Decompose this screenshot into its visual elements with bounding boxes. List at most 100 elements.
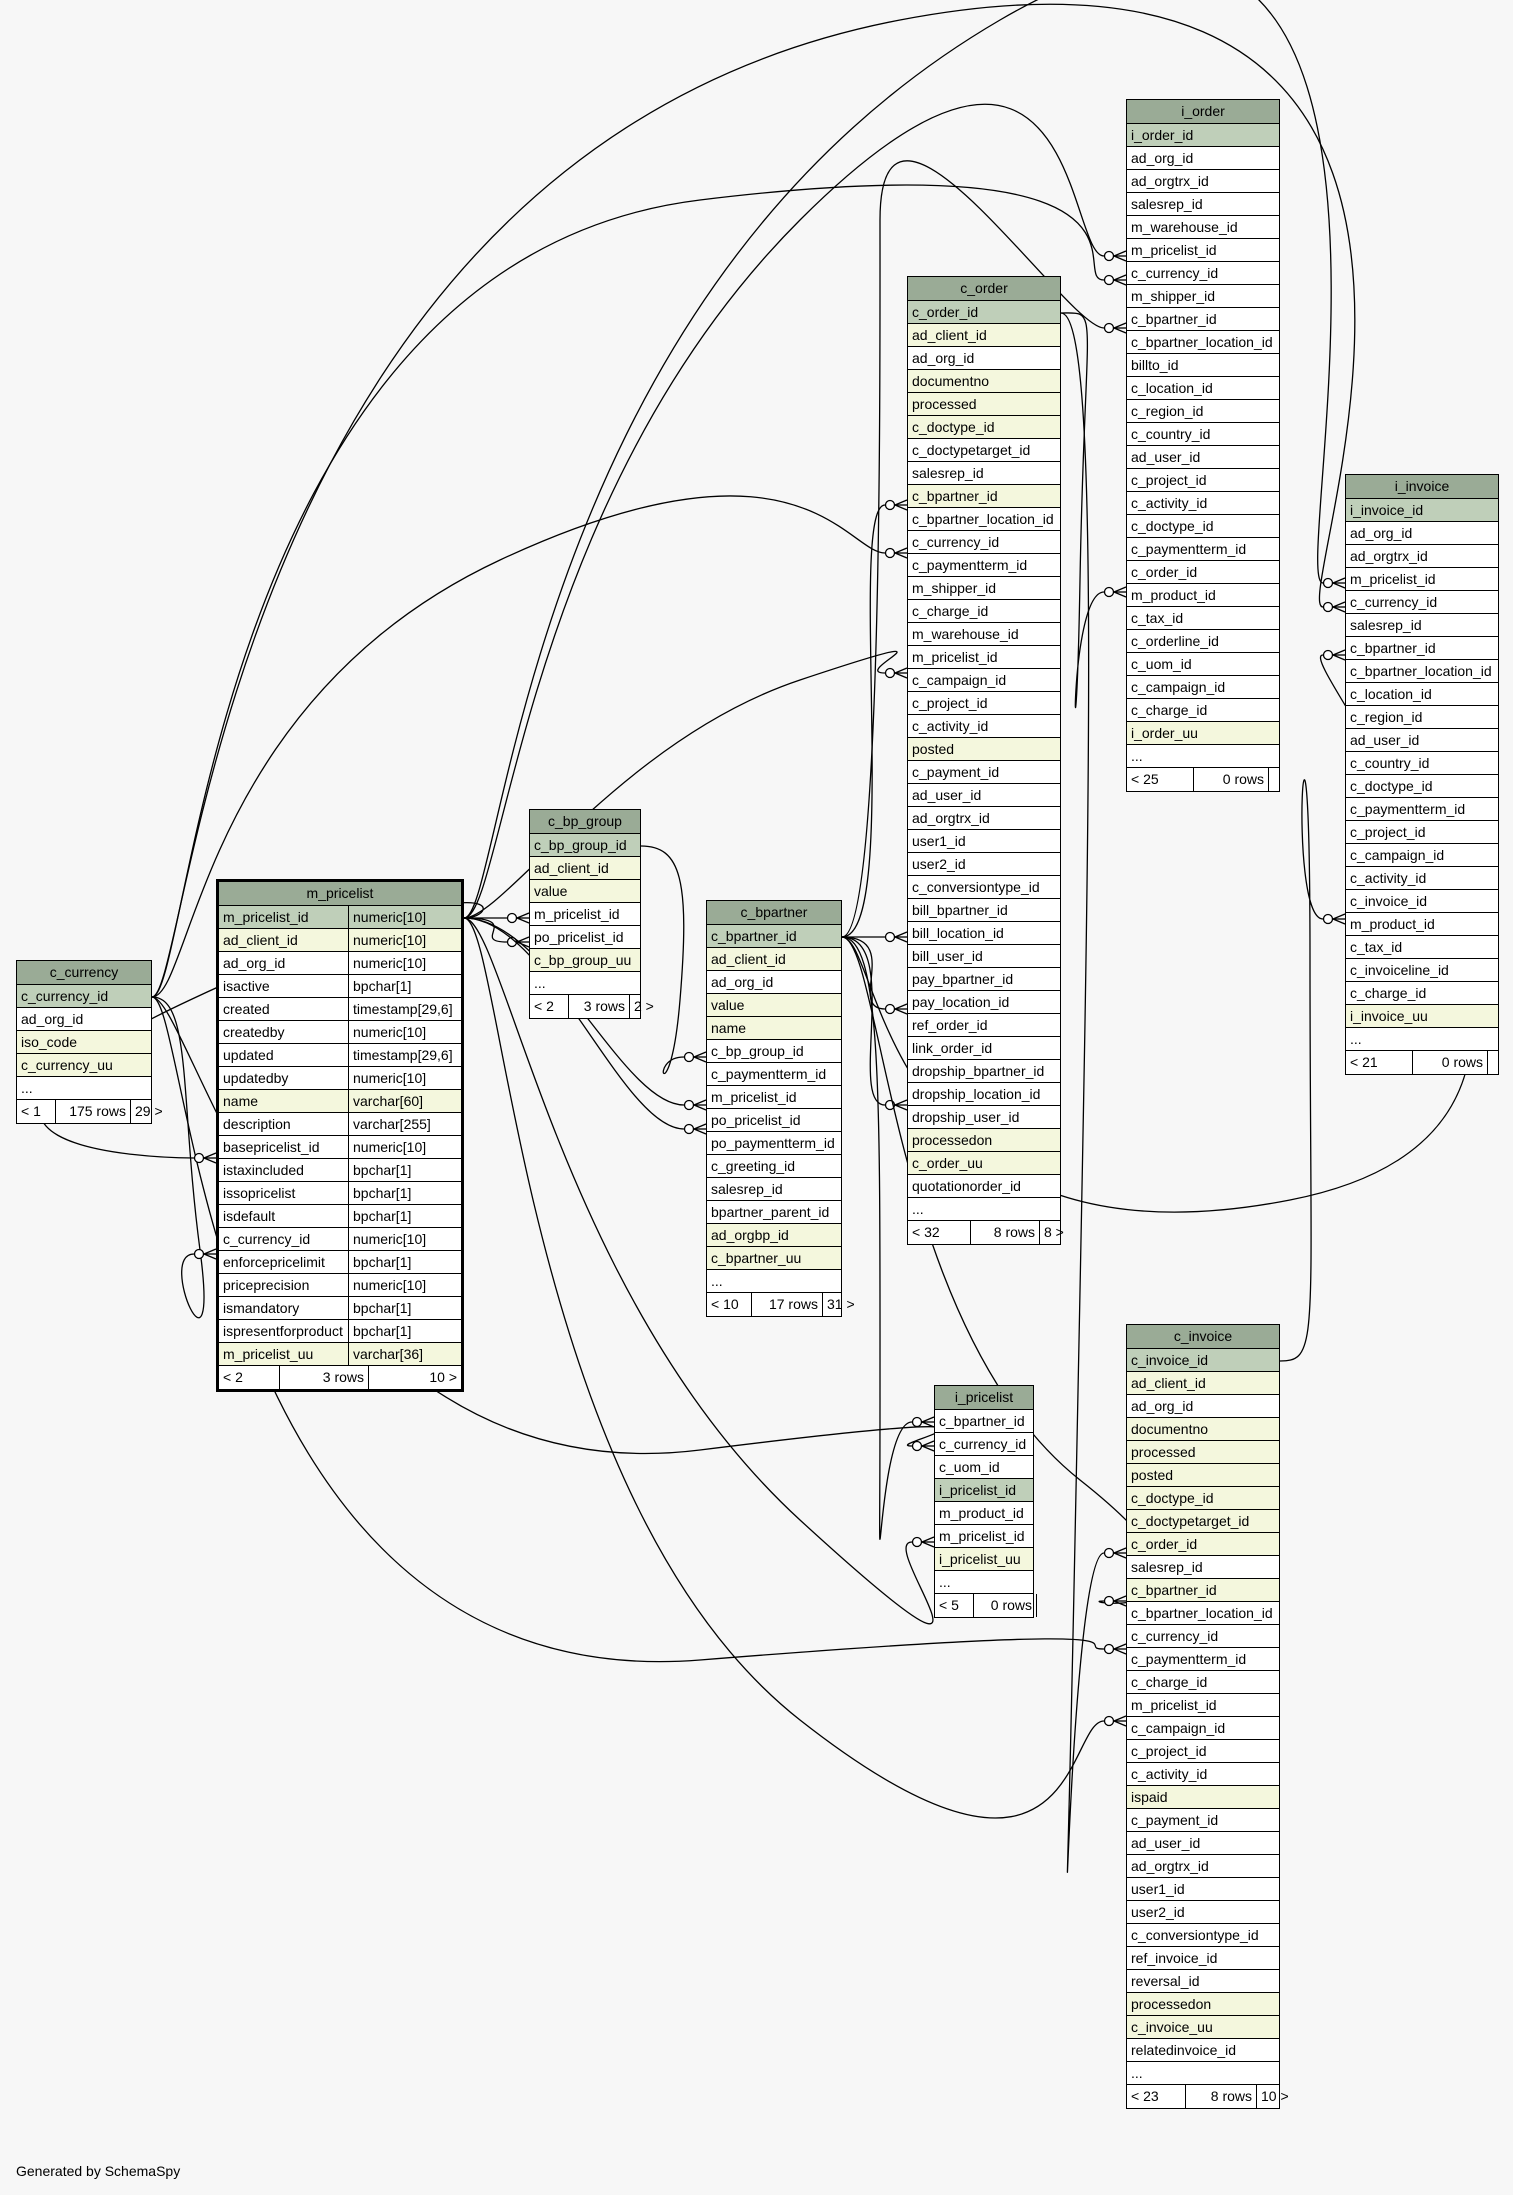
- row-count[interactable]: 3 rows: [568, 995, 629, 1018]
- column-row[interactable]: c_bpartner_location_id: [1127, 331, 1279, 354]
- column-row[interactable]: c_currency_id: [908, 531, 1060, 554]
- row-count[interactable]: 0 rows: [1412, 1051, 1487, 1074]
- column-row[interactable]: c_paymentterm_id: [707, 1063, 841, 1086]
- column-row[interactable]: i_pricelist_id: [935, 1479, 1033, 1502]
- column-row[interactable]: ...: [17, 1077, 151, 1100]
- column-row[interactable]: c_order_id: [1127, 561, 1279, 584]
- column-row[interactable]: iso_code: [17, 1031, 151, 1054]
- children-count[interactable]: 8 >: [1039, 1221, 1068, 1244]
- column-row[interactable]: c_activity_id: [1346, 867, 1498, 890]
- column-row[interactable]: ad_client_id: [908, 324, 1060, 347]
- parents-count[interactable]: < 21: [1350, 1054, 1378, 1070]
- column-row[interactable]: c_paymentterm_id: [1127, 538, 1279, 561]
- column-row[interactable]: c_doctypetarget_id: [1127, 1510, 1279, 1533]
- column-row[interactable]: c_order_uu: [908, 1152, 1060, 1175]
- column-row[interactable]: m_pricelist_id: [908, 646, 1060, 669]
- column-row[interactable]: c_orderline_id: [1127, 630, 1279, 653]
- parents-count[interactable]: < 2: [223, 1369, 243, 1385]
- children-count[interactable]: 10 >: [1256, 2085, 1293, 2108]
- column-row[interactable]: c_activity_id: [1127, 1763, 1279, 1786]
- column-row[interactable]: user2_id: [908, 853, 1060, 876]
- column-row[interactable]: salesrep_id: [1346, 614, 1498, 637]
- column-row[interactable]: c_project_id: [1346, 821, 1498, 844]
- column-row[interactable]: pay_location_id: [908, 991, 1060, 1014]
- column-row[interactable]: c_tax_id: [1346, 936, 1498, 959]
- column-row[interactable]: c_invoice_id: [1346, 890, 1498, 913]
- children-count[interactable]: 29 >: [130, 1100, 167, 1123]
- column-row[interactable]: ad_orgtrx_id: [1127, 1855, 1279, 1878]
- column-row[interactable]: c_charge_id: [1127, 699, 1279, 722]
- column-row[interactable]: ref_order_id: [908, 1014, 1060, 1037]
- children-count[interactable]: [1036, 1594, 1045, 1617]
- column-row[interactable]: ...: [935, 1571, 1033, 1594]
- column-row[interactable]: c_bpartner_location_id: [1346, 660, 1498, 683]
- parents-count[interactable]: < 23: [1131, 2088, 1159, 2104]
- table-title[interactable]: c_bpartner: [707, 901, 841, 925]
- column-row[interactable]: ad_org_id: [908, 347, 1060, 370]
- column-row[interactable]: c_region_id: [1127, 400, 1279, 423]
- column-row[interactable]: link_order_id: [908, 1037, 1060, 1060]
- children-count[interactable]: 10 >: [368, 1366, 461, 1389]
- column-row[interactable]: ...: [908, 1198, 1060, 1221]
- column-row[interactable]: m_warehouse_id: [908, 623, 1060, 646]
- column-row[interactable]: c_greeting_id: [707, 1155, 841, 1178]
- column-row[interactable]: c_order_id: [908, 301, 1060, 324]
- column-row[interactable]: ad_client_id: [707, 948, 841, 971]
- column-row[interactable]: user1_id: [908, 830, 1060, 853]
- column-row[interactable]: ad_user_id: [1346, 729, 1498, 752]
- row-count[interactable]: 175 rows: [55, 1100, 130, 1123]
- column-row[interactable]: po_pricelist_id: [707, 1109, 841, 1132]
- column-row[interactable]: c_order_id: [1127, 1533, 1279, 1556]
- table-title[interactable]: c_invoice: [1127, 1325, 1279, 1349]
- column-row[interactable]: value: [530, 880, 640, 903]
- column-row[interactable]: c_invoice_id: [1127, 1349, 1279, 1372]
- column-row[interactable]: c_project_id: [908, 692, 1060, 715]
- column-row[interactable]: i_pricelist_uu: [935, 1548, 1033, 1571]
- column-row[interactable]: c_project_id: [1127, 1740, 1279, 1763]
- table-title[interactable]: c_bp_group: [530, 810, 640, 834]
- column-row[interactable]: m_pricelist_id: [935, 1525, 1033, 1548]
- column-row[interactable]: c_doctype_id: [908, 416, 1060, 439]
- table-title[interactable]: c_currency: [17, 961, 151, 985]
- column-row[interactable]: i_invoice_id: [1346, 499, 1498, 522]
- column-row[interactable]: ...: [1346, 1028, 1498, 1051]
- column-row[interactable]: salesrep_id: [707, 1178, 841, 1201]
- column-row[interactable]: ...: [707, 1270, 841, 1293]
- column-row[interactable]: ad_client_id: [530, 857, 640, 880]
- column-row[interactable]: c_doctype_id: [1127, 515, 1279, 538]
- column-row[interactable]: salesrep_id: [908, 462, 1060, 485]
- column-row[interactable]: po_pricelist_id: [530, 926, 640, 949]
- column-row[interactable]: c_activity_id: [908, 715, 1060, 738]
- column-row[interactable]: c_campaign_id: [1127, 676, 1279, 699]
- column-row[interactable]: m_pricelist_id: [530, 903, 640, 926]
- column-row[interactable]: c_bpartner_location_id: [908, 508, 1060, 531]
- column-row[interactable]: m_pricelist_id: [1127, 1694, 1279, 1717]
- parents-count[interactable]: < 10: [711, 1296, 739, 1312]
- row-count[interactable]: 8 rows: [1185, 2085, 1256, 2108]
- parents-count[interactable]: < 2: [534, 998, 554, 1014]
- column-row[interactable]: bill_user_id: [908, 945, 1060, 968]
- column-row[interactable]: c_currency_id: [935, 1433, 1033, 1456]
- column-row[interactable]: c_project_id: [1127, 469, 1279, 492]
- column-row[interactable]: ad_org_id: [1127, 147, 1279, 170]
- column-row[interactable]: c_campaign_id: [1346, 844, 1498, 867]
- column-row[interactable]: dropship_location_id: [908, 1083, 1060, 1106]
- column-row[interactable]: c_bpartner_id: [1346, 637, 1498, 660]
- column-row[interactable]: c_invoiceline_id: [1346, 959, 1498, 982]
- column-row[interactable]: ad_user_id: [1127, 1832, 1279, 1855]
- column-row[interactable]: c_conversiontype_id: [908, 876, 1060, 899]
- column-row[interactable]: po_paymentterm_id: [707, 1132, 841, 1155]
- column-row[interactable]: ad_client_id: [1127, 1372, 1279, 1395]
